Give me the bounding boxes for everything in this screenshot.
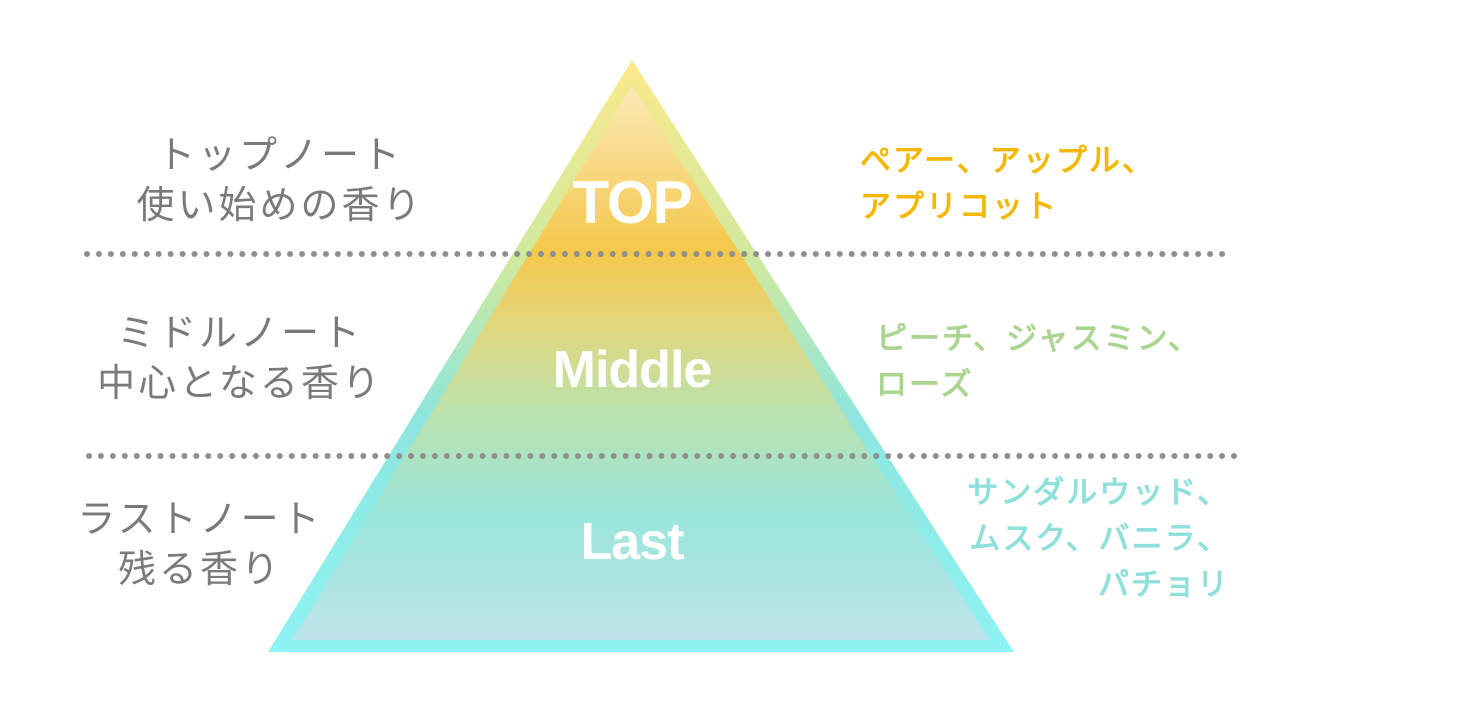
last-note-title: ラストノート — [77, 497, 323, 541]
middle-note-description: ミドルノート 中心となる香り — [80, 308, 400, 408]
level-label-middle: Middle — [552, 341, 713, 399]
top-ingredients-line: ペアー、アップル、 — [860, 143, 1155, 179]
last-ingredients-line: サンダルウッド、 — [967, 475, 1230, 511]
middle-ingredients-line: ローズ — [876, 367, 974, 403]
level-label-last: Last — [580, 513, 685, 571]
last-ingredients-line: パチョリ — [1098, 567, 1230, 603]
top-note-description: トップノート 使い始めの香り — [120, 130, 440, 230]
top-note-subtitle: 使い始めの香り — [136, 183, 424, 227]
middle-ingredients-line: ピーチ、ジャスミン、 — [876, 321, 1201, 357]
divider-top-middle — [84, 251, 1226, 257]
level-label-top: TOP — [572, 169, 692, 236]
divider-middle-last — [86, 453, 1238, 459]
last-ingredients-line: ムスク、バニラ、 — [969, 521, 1230, 557]
last-note-ingredients: サンダルウッド、 ムスク、バニラ、 パチョリ — [960, 470, 1230, 608]
last-note-description: ラストノート 残る香り — [50, 494, 350, 594]
top-note-title: トップノート — [156, 133, 403, 177]
middle-note-ingredients: ピーチ、ジャスミン、 ローズ — [876, 316, 1201, 408]
middle-note-title: ミドルノート — [116, 311, 363, 355]
middle-note-subtitle: 中心となる香り — [97, 361, 383, 405]
pyramid-inner — [292, 86, 990, 640]
top-note-ingredients: ペアー、アップル、 アプリコット — [860, 138, 1155, 230]
last-note-subtitle: 残る香り — [117, 547, 282, 591]
top-ingredients-line: アプリコット — [860, 189, 1058, 225]
